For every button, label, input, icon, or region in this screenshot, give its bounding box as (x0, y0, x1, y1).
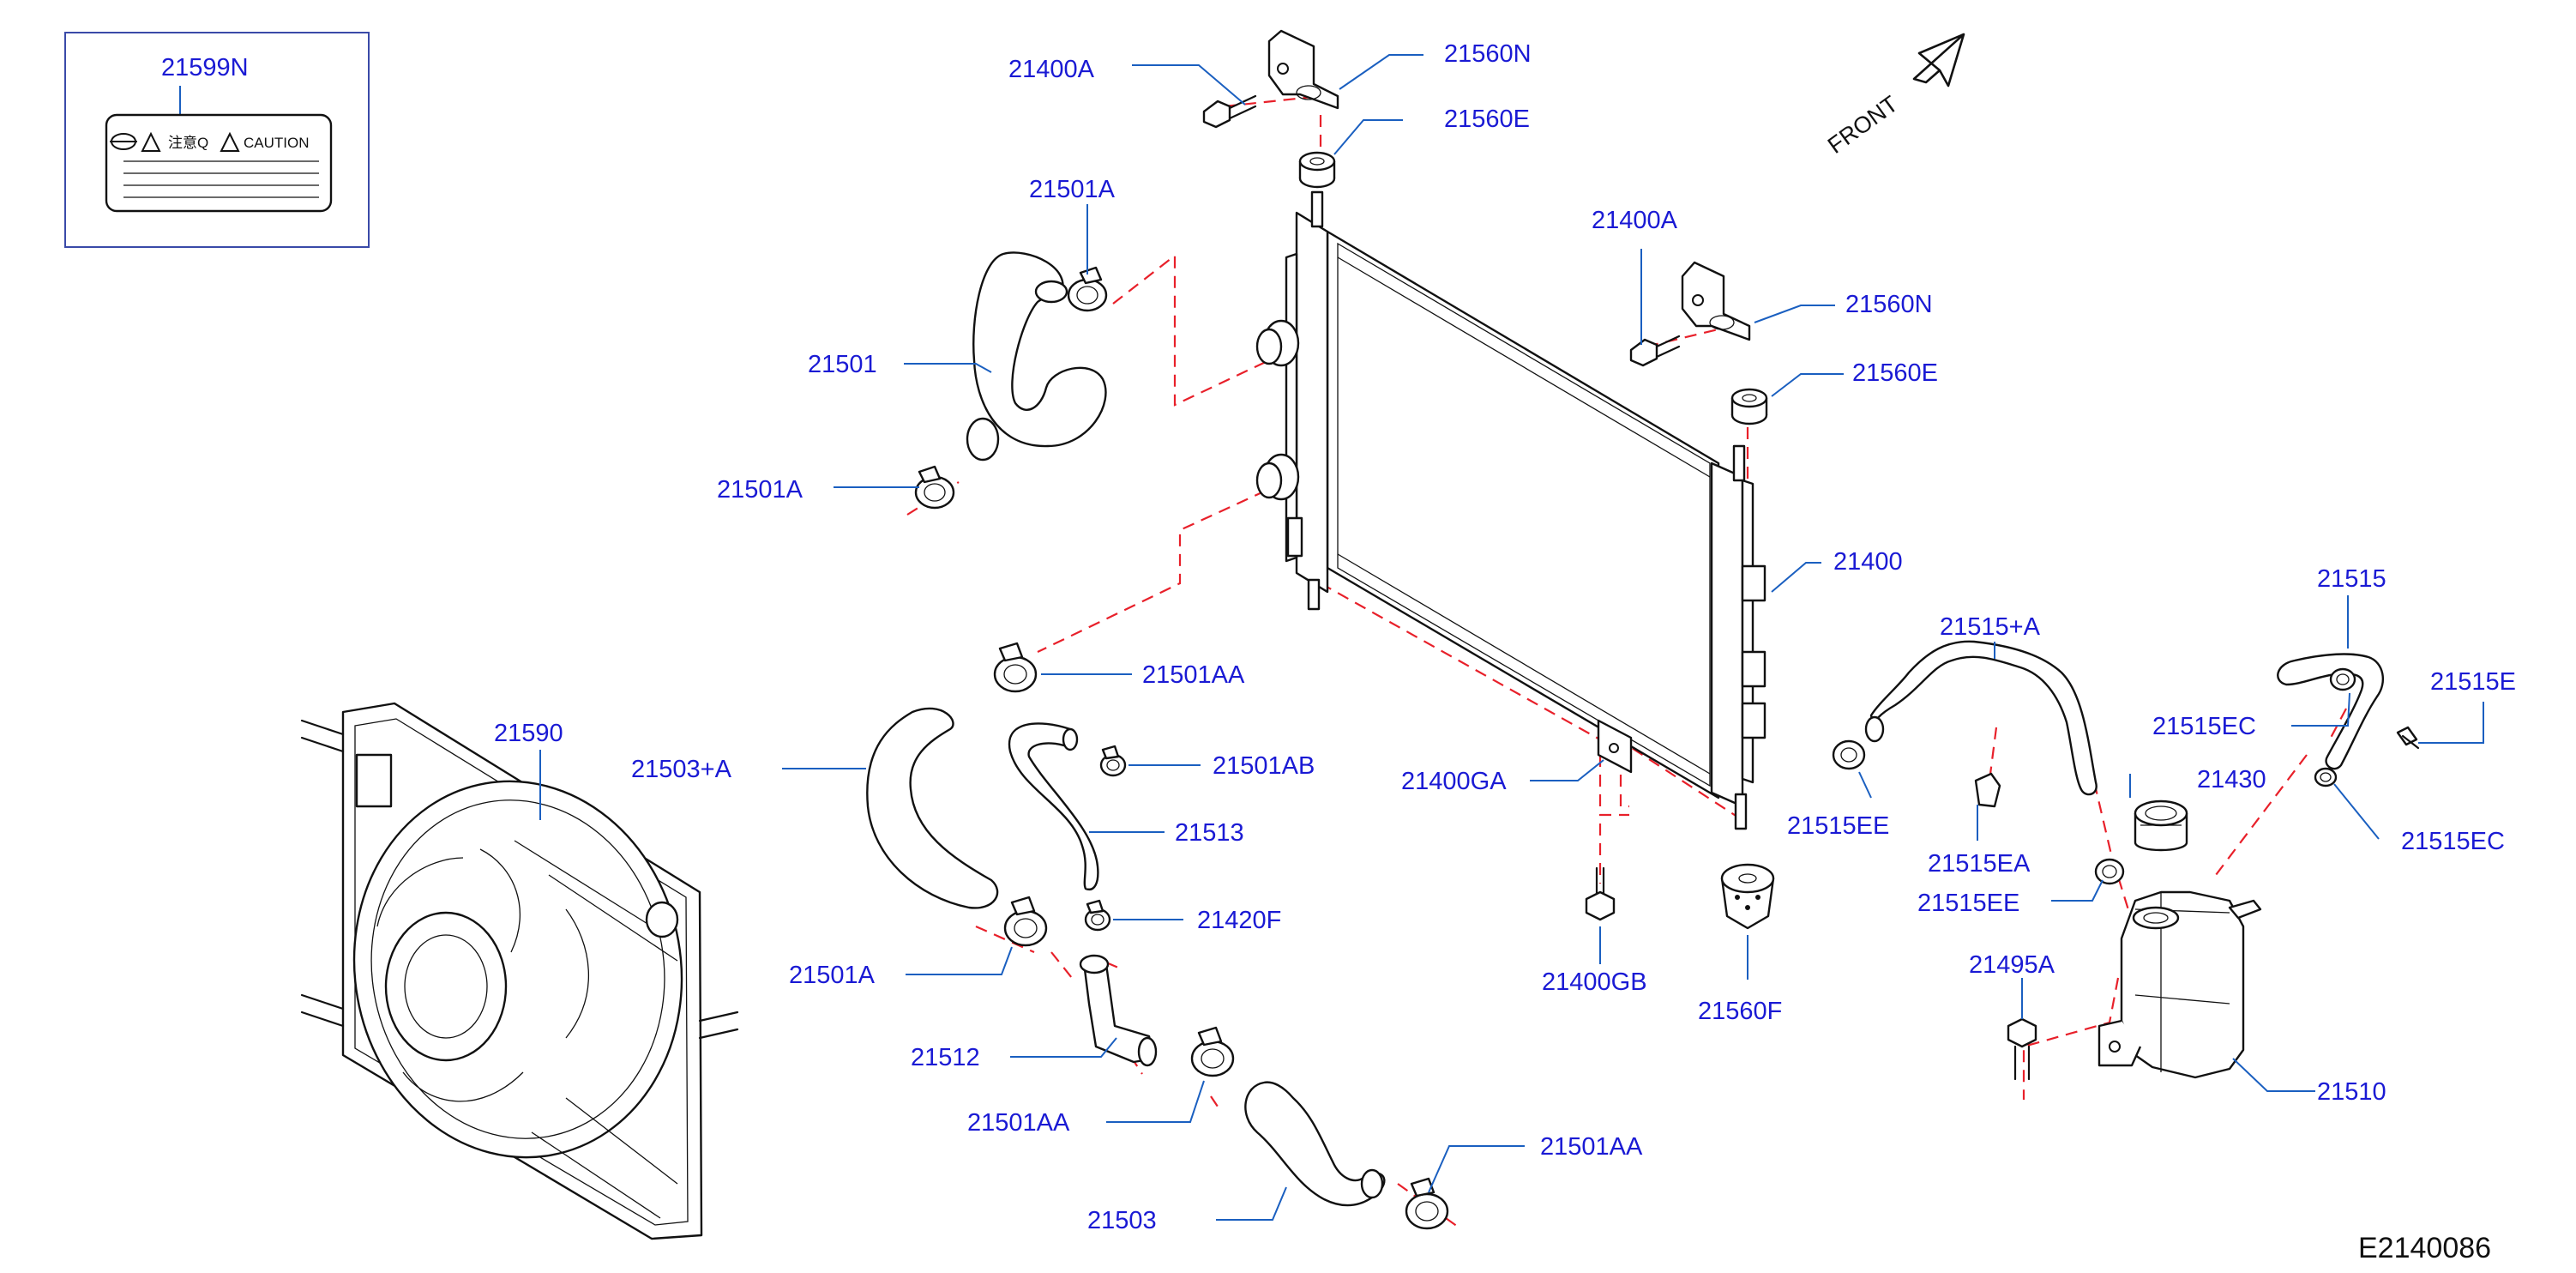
label-21501AA-upper: 21501AA (1142, 661, 1245, 689)
grommet-21560E-left (1298, 151, 1336, 189)
label-21501AB: 21501AB (1213, 752, 1315, 780)
grommet-21560E-right (1730, 388, 1768, 425)
upper-bracket-right-21560N (1681, 261, 1751, 341)
hose-21515 (2277, 653, 2385, 770)
warning-triangle-icon (141, 131, 161, 152)
hose-clamp-21501AA-low (1405, 1177, 1449, 1230)
reservoir-tank-21510 (2098, 890, 2262, 1079)
label-21515: 21515 (2317, 565, 2386, 593)
label-21560E-upper: 21560E (1444, 106, 1530, 133)
label-21501A-mid: 21501A (717, 476, 803, 504)
label-21515EE-right: 21515EE (1917, 890, 2019, 917)
lower-hose-21503 (1244, 1081, 1386, 1207)
label-21590: 21590 (494, 720, 563, 747)
radiator-21400 (1255, 190, 1766, 830)
caution-text-jp: 注意Q (168, 135, 208, 151)
label-21503A: 21503+A (631, 756, 732, 783)
label-21560E-right: 21560E (1852, 359, 1938, 387)
upper-hose-21501 (966, 251, 1107, 462)
fan-shroud-21590 (300, 702, 739, 1240)
bolt-21400A-right (1629, 335, 1681, 367)
lower-hose-21503A (866, 707, 999, 909)
label-21560N-upper: 21560N (1444, 40, 1532, 68)
label-21515E: 21515E (2430, 668, 2516, 696)
hose-clamp-21501A-mid (914, 465, 955, 510)
clip-21515EE-right (2094, 858, 2125, 885)
warning-triangle-icon (220, 131, 240, 152)
label-21400GA: 21400GA (1401, 768, 1507, 795)
hose-clamp-21501AA-upper (993, 642, 1038, 693)
clip-21515EA (1974, 772, 2001, 808)
overflow-hose-21515A (1864, 640, 2098, 796)
label-21501: 21501 (808, 351, 877, 378)
reservoir-cap-21430 (2134, 799, 2188, 852)
label-21503: 21503 (1087, 1207, 1157, 1234)
label-21501A-top: 21501A (1029, 176, 1116, 203)
label-21400GB: 21400GB (1542, 968, 1647, 996)
label-21515A: 21515+A (1940, 613, 2041, 641)
clip-21515EC-lower (2314, 767, 2338, 787)
diagram-code: E2140086 (2358, 1232, 2491, 1264)
part-labels: 21599N 21400A 21560N 21560E 21501A 21501… (161, 40, 2516, 1234)
label-21501A-low: 21501A (789, 962, 876, 989)
front-label: FRONT (1823, 91, 1903, 159)
label-21512: 21512 (911, 1044, 980, 1071)
assembly-flow-lines (906, 94, 2347, 1228)
clip-21515E (2396, 726, 2420, 750)
label-21501AA-mid: 21501AA (967, 1109, 1070, 1137)
label-21515EC-lower: 21515EC (2401, 828, 2505, 855)
label-21515EE-left: 21515EE (1787, 812, 1889, 840)
label-21560F: 21560F (1698, 998, 1782, 1025)
label-21495A: 21495A (1969, 951, 2055, 979)
clip-21515EE-left (1832, 739, 1866, 770)
bolt-21400A-left (1202, 94, 1257, 129)
label-21400A-right: 21400A (1592, 207, 1678, 234)
hose-clamp-21420F (1084, 899, 1111, 932)
label-21513: 21513 (1175, 819, 1244, 847)
hose-clamp-21501AB (1099, 745, 1127, 777)
front-arrow-icon (1912, 33, 1965, 87)
label-21599N: 21599N (161, 54, 249, 81)
label-21400A-upper: 21400A (1008, 56, 1095, 83)
hose-clamp-21501A-low (1003, 896, 1048, 947)
front-orientation-indicator: FRONT (1823, 33, 1965, 159)
bolt-21400GB (1585, 866, 1616, 921)
label-21560N-right: 21560N (1845, 291, 1933, 318)
caution-text-en: CAUTION (244, 135, 310, 151)
caution-label-inset: 注意Q CAUTION (64, 32, 370, 248)
joint-pipe-21512 (1079, 954, 1158, 1067)
label-21501AA-low: 21501AA (1540, 1133, 1643, 1161)
hose-clamp-21501A-top (1067, 266, 1108, 312)
hose-clamp-21501AA-mid (1190, 1026, 1235, 1077)
label-21510: 21510 (2317, 1078, 2386, 1106)
label-21515EC-upper: 21515EC (2152, 713, 2256, 740)
label-21430: 21430 (2197, 766, 2266, 793)
leader-lines (539, 54, 2484, 1221)
clip-21515EC-upper (2329, 667, 2356, 691)
label-21400: 21400 (1833, 548, 1903, 576)
label-21515EA: 21515EA (1928, 850, 2031, 878)
bolt-21495A (2007, 1017, 2037, 1081)
upper-bracket-left-21560N (1267, 29, 1339, 110)
small-hose-21513 (1008, 722, 1099, 891)
mount-rubber-21560F (1720, 863, 1775, 930)
label-21420F: 21420F (1197, 907, 1281, 934)
